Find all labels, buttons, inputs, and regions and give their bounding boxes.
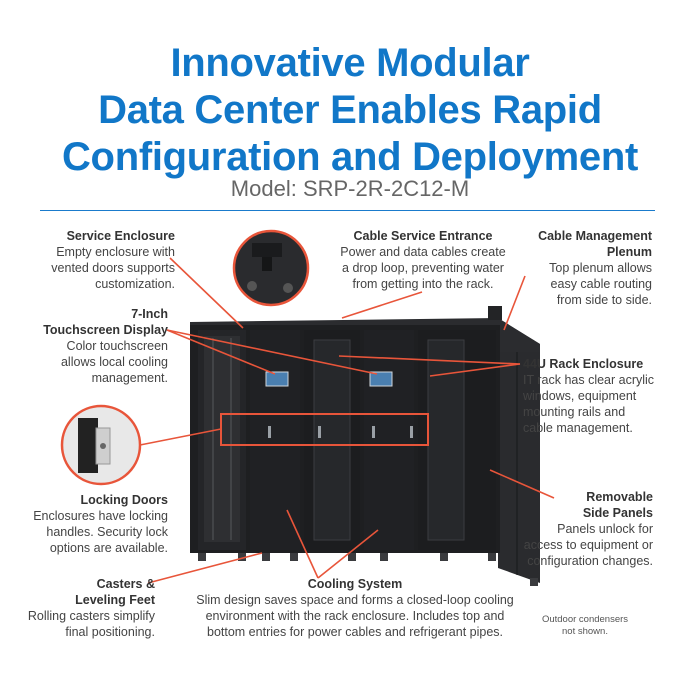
title-line: Data Center Enables Rapid: [98, 88, 602, 132]
model-number: Model: SRP-2R-2C12-M: [230, 176, 470, 201]
callout-service-enclosure: Service Enclosure Empty enclosure with v…: [51, 229, 175, 291]
callout-cooling: Cooling System Slim design saves space a…: [196, 577, 514, 639]
door-handle: [372, 426, 375, 438]
callout-cable-plenum: Cable Management Plenum Top plenum allow…: [538, 229, 652, 307]
door-handle: [268, 426, 271, 438]
page-title: Innovative Modular Data Center Enables R…: [0, 40, 700, 181]
footnote: Outdoor condensers not shown.: [541, 614, 629, 637]
callout-locking-doors: Locking Doors Enclosures have locking ha…: [33, 493, 168, 555]
cooling-unit-door: [250, 330, 300, 550]
touchscreen-display: [369, 371, 393, 387]
side-panel: [498, 318, 540, 583]
title-line: Configuration and Deployment: [61, 135, 639, 179]
casters: [198, 553, 538, 586]
cooling-unit-door: [364, 330, 414, 550]
callout-side-panels: Removable Side Panels Panels unlock for …: [523, 490, 653, 568]
callout-touchscreen: 7-Inch Touchscreen Display Color touchsc…: [43, 307, 168, 385]
touchscreen-display: [265, 371, 289, 387]
door-handle: [410, 426, 413, 438]
title-line: Innovative Modular: [170, 41, 530, 85]
callout-rack-44u: 44U Rack Enclosure IT rack has clear acr…: [523, 357, 655, 435]
divider: [40, 210, 655, 211]
door-handle: [318, 426, 321, 438]
callout-casters: Casters & Leveling Feet Rolling casters …: [27, 577, 155, 639]
callout-cable-entrance: Cable Service Entrance Power and data ca…: [340, 229, 506, 291]
